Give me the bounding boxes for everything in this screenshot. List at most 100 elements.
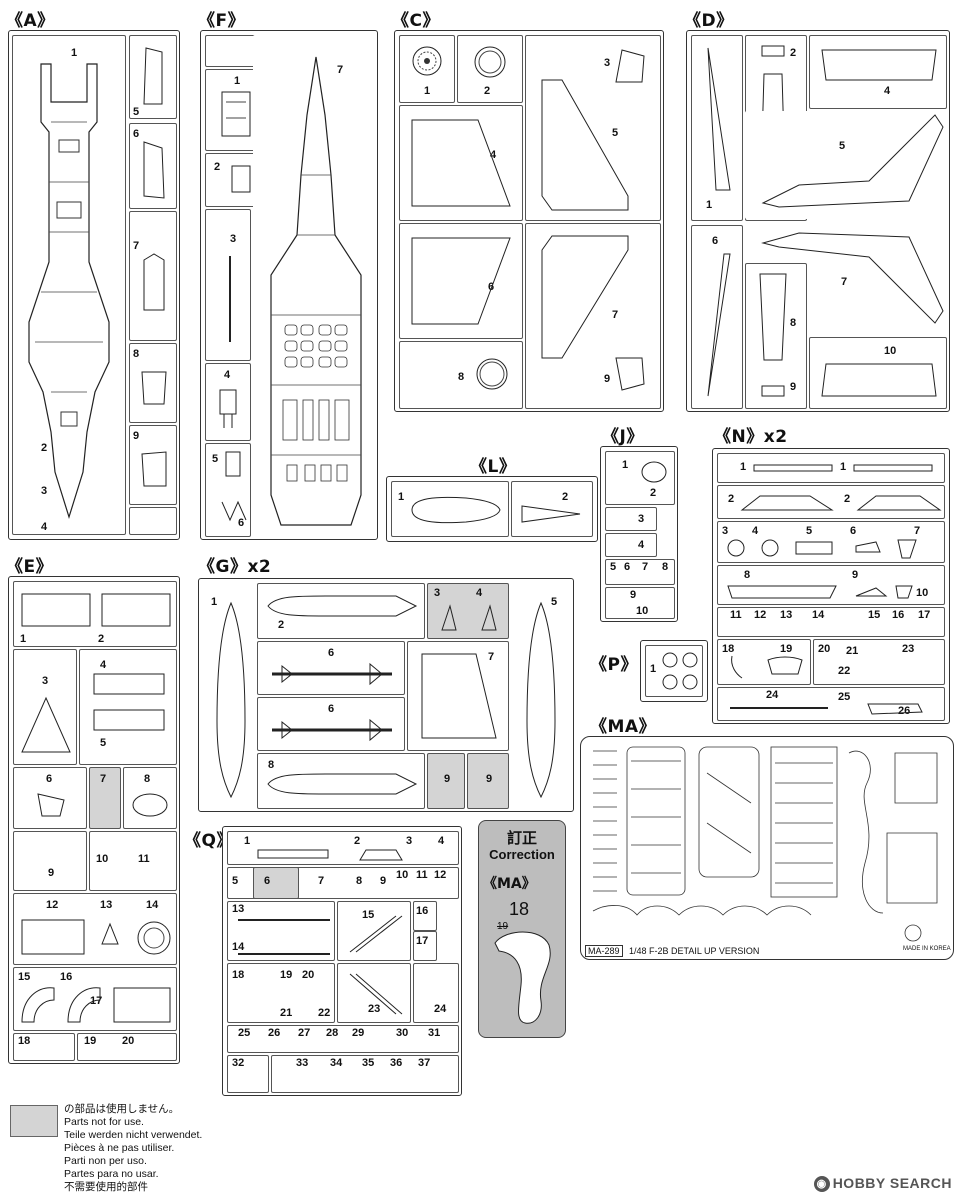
rod-part	[229, 256, 231, 342]
part-j5-8-cell: 5 6 7 8	[605, 559, 675, 585]
watermark: ◉HOBBY SEARCH	[813, 1174, 952, 1192]
part-number: 37	[418, 1057, 431, 1069]
part-g6b-cell: 6	[257, 697, 405, 751]
part-number: 7	[337, 64, 344, 76]
part-c6-cell: 6	[399, 223, 523, 339]
part-number: 18	[722, 643, 735, 655]
part-number: 2	[728, 493, 735, 505]
part-n11-17-cell: 11 12 13 14 15 16 17	[717, 607, 945, 637]
part-number: 3	[434, 587, 441, 599]
part-number: 6	[46, 773, 53, 785]
fin-part	[441, 604, 497, 631]
pylon-part	[421, 653, 497, 739]
part-c8-cell: 8	[399, 341, 523, 409]
part-f4-cell: 4	[205, 363, 251, 441]
part-number: 9	[380, 875, 387, 887]
part-number: 1	[211, 596, 218, 608]
part-number: 6	[328, 703, 335, 715]
part-number: 6	[850, 525, 857, 537]
ladder-part	[349, 973, 403, 1015]
part-e1-2-cell: 1 2	[13, 581, 177, 647]
part-number: 1	[706, 199, 713, 211]
panel-part	[141, 371, 167, 405]
sprue-p: 1	[640, 640, 708, 702]
part-number: 2	[790, 47, 797, 59]
part-n3-7-cell: 3 4 5 6 7	[717, 521, 945, 563]
part-number: 11	[730, 609, 742, 621]
correction-old-number: 19	[497, 921, 509, 932]
rail-part	[853, 464, 933, 472]
part-j3-cell: 3	[605, 507, 657, 531]
part-number: 3	[406, 835, 413, 847]
drop-tank-half-part	[216, 601, 246, 799]
correction-en-label: Correction	[489, 847, 555, 862]
wing-edge-part	[707, 253, 731, 397]
duct-part	[93, 673, 165, 731]
part-number: 1	[424, 85, 431, 97]
wheel-part	[412, 46, 442, 76]
small-parts-row	[730, 703, 923, 715]
part-e3-cell: 3	[13, 649, 77, 765]
fuselage-lower-part	[28, 63, 110, 520]
part-number: 9	[486, 773, 493, 785]
lens-part	[662, 652, 698, 690]
part-number: 20	[818, 643, 831, 655]
drop-tank-half-part	[526, 601, 556, 799]
part-number: 9	[133, 430, 140, 442]
part-number: 26	[898, 705, 911, 717]
part-c7-9-cell: 7 9	[525, 223, 661, 409]
part-number: 30	[396, 1027, 409, 1039]
part-q23-cell: 23	[337, 963, 411, 1023]
part-number: 24	[766, 689, 779, 701]
part-number: 29	[352, 1027, 365, 1039]
part-number: 4	[490, 149, 497, 161]
part-n8-10-cell: 8 9 10	[717, 565, 945, 605]
part-number: 8	[356, 875, 363, 887]
part-number: 17	[90, 995, 103, 1007]
part-number: 1	[71, 47, 78, 59]
part-number: 24	[434, 1003, 447, 1015]
part-number: 3	[41, 485, 48, 497]
watermark-text: HOBBY SEARCH	[832, 1174, 952, 1191]
sprue-d: 1 2 3 4 5 6 7 8 9 10	[686, 30, 950, 412]
part-number: 3	[722, 525, 729, 537]
part-g9-cell-unused: 9	[427, 753, 465, 809]
sprue-a-title: 《A》	[6, 11, 55, 31]
sprue-j-title: 《J》	[602, 427, 644, 447]
part-number: 6	[328, 647, 335, 659]
tail-panel-part	[411, 119, 511, 207]
part-number: 8	[144, 773, 151, 785]
fuselage-upper-part	[270, 56, 362, 526]
wing-upper-part	[761, 114, 944, 208]
nose-cone-part	[521, 505, 581, 523]
part-number: 13	[780, 609, 793, 621]
part-g6-cell: 6	[257, 641, 405, 695]
sprue-g-title: 《G》x2	[198, 557, 272, 577]
part-number: 9	[790, 381, 797, 393]
part-number: 20	[122, 1035, 135, 1047]
part-d5-area: 5	[745, 111, 945, 219]
part-g2-cell: 2	[257, 583, 425, 639]
corrected-part-drawing	[494, 931, 551, 1024]
bracket-part	[219, 389, 237, 428]
part-number: 10	[884, 345, 897, 357]
part-number: 1	[20, 633, 27, 645]
panel-part	[21, 593, 171, 627]
photoetch-code: MA-289	[585, 945, 623, 957]
part-number: 15	[868, 609, 881, 621]
part-number: 4	[476, 587, 483, 599]
part-g3-4-cell-unused: 3 4	[427, 583, 509, 639]
part-g8-cell: 8	[257, 753, 425, 809]
part-number: 5	[212, 453, 219, 465]
part-number: 1	[740, 461, 747, 473]
part-p1-cell: 1	[645, 645, 703, 697]
ring-part	[474, 46, 506, 78]
fin-part	[615, 357, 645, 391]
sprue-q: 1 2 3 4 5 6 7 8 9 10 11 12 6 13 14 15 16…	[222, 826, 462, 1096]
canopy-part	[411, 496, 501, 524]
sprue-j: 1 2 3 4 5 6 7 8 9 10	[600, 446, 678, 622]
part-a1-cell: 1 2 3 4	[12, 35, 126, 535]
part-a5-cell	[129, 35, 177, 119]
part-number: 9	[630, 589, 637, 601]
legend-line: 不需要使用的部件	[64, 1181, 148, 1193]
